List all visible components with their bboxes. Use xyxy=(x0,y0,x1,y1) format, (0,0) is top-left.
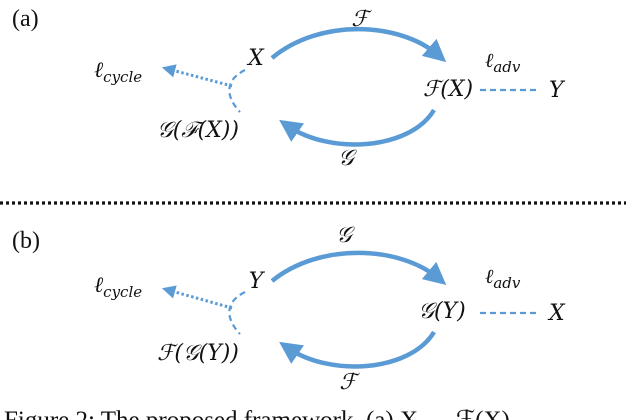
panel-a-source: X xyxy=(246,46,265,71)
figure-caption: Figure 2: The proposed framework. (a) X … xyxy=(4,407,541,420)
panel-a-target: Y xyxy=(549,78,566,103)
panel-b-backward-arrow xyxy=(279,330,436,369)
panel-a-bottom-function-label: 𝒢 xyxy=(338,146,357,171)
panel-a-backward-arrow xyxy=(279,108,436,147)
panel-b-cycle-bracket xyxy=(228,291,246,335)
panel-a-cycle-loss: ℓcycle xyxy=(94,58,142,86)
panel-a-forward-arrow xyxy=(270,26,447,63)
panel-a-label: (a) xyxy=(12,6,39,32)
panel-b-top-function-label: 𝒢 xyxy=(336,223,355,248)
panel-b-adv-loss: ℓadv xyxy=(485,264,521,292)
panel-a: (a) ℱ X ℓcycle ℱ(X) ℓadv Y 𝒢(ℱ(X)) 𝒢 xyxy=(12,6,566,171)
panel-b-cycle-loss: ℓcycle xyxy=(94,273,142,301)
panel-b-forward-arrow xyxy=(270,250,447,285)
panel-a-reconstruction: 𝒢(ℱ(X)) xyxy=(157,118,239,143)
panel-b: (b) 𝒢 Y ℓcycle 𝒢(Y) ℓadv X ℱ(𝒢(Y)) ℱ xyxy=(12,223,566,395)
panel-a-cycle-loss-arrow xyxy=(161,64,233,88)
panel-b-target: X xyxy=(547,301,566,326)
panel-a-mapped: ℱ(X) xyxy=(423,77,473,102)
panel-b-label: (b) xyxy=(12,228,40,254)
panel-b-cycle-loss-arrow xyxy=(161,285,233,310)
panel-b-source: Y xyxy=(249,269,266,294)
panel-b-mapped: 𝒢(Y) xyxy=(418,299,465,324)
panel-b-reconstruction: ℱ(𝒢(Y)) xyxy=(157,341,239,366)
panel-a-adv-loss: ℓadv xyxy=(485,48,521,76)
panel-a-top-function-label: ℱ xyxy=(351,7,372,32)
panel-a-cycle-bracket xyxy=(228,69,246,113)
panel-b-bottom-function-label: ℱ xyxy=(339,370,360,395)
